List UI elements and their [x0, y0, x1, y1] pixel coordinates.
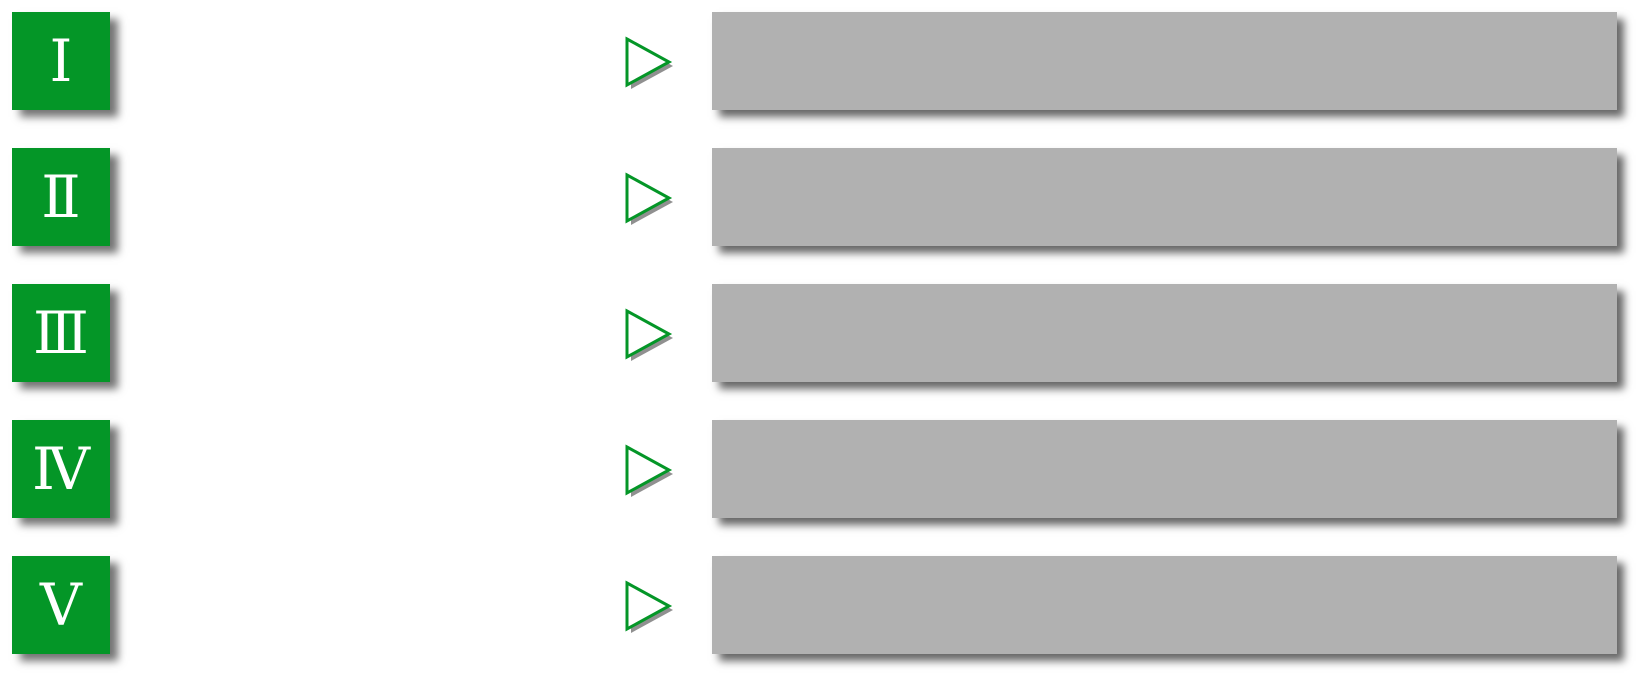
numeral-label: Ⅲ — [33, 299, 89, 367]
content-text — [732, 12, 1597, 110]
play-triangle-icon — [625, 308, 673, 361]
play-triangle-icon — [625, 36, 673, 89]
numeral-badge: Ⅱ — [12, 148, 110, 246]
content-bar — [712, 420, 1617, 518]
numeral-badge: Ⅴ — [12, 556, 110, 654]
list-item: Ⅰ — [0, 12, 1648, 112]
content-text — [732, 556, 1597, 654]
numeral-badge: Ⅲ — [12, 284, 110, 382]
numeral-badge: Ⅳ — [12, 420, 110, 518]
play-triangle-icon — [625, 580, 673, 633]
content-bar — [712, 556, 1617, 654]
numeral-badge: Ⅰ — [12, 12, 110, 110]
content-text — [732, 420, 1597, 518]
content-text — [732, 284, 1597, 382]
content-bar — [712, 148, 1617, 246]
content-bar — [712, 284, 1617, 382]
numeral-label: Ⅰ — [49, 27, 73, 95]
content-text — [732, 148, 1597, 246]
numeral-label: Ⅳ — [32, 435, 90, 503]
content-bar — [712, 12, 1617, 110]
play-triangle-icon — [625, 444, 673, 497]
list-item: Ⅳ — [0, 420, 1648, 520]
numeral-label: Ⅴ — [40, 571, 82, 639]
list-item: Ⅴ — [0, 556, 1648, 656]
list-item: Ⅱ — [0, 148, 1648, 248]
numeral-label: Ⅱ — [41, 163, 81, 231]
list-item: Ⅲ — [0, 284, 1648, 384]
play-triangle-icon — [625, 172, 673, 225]
